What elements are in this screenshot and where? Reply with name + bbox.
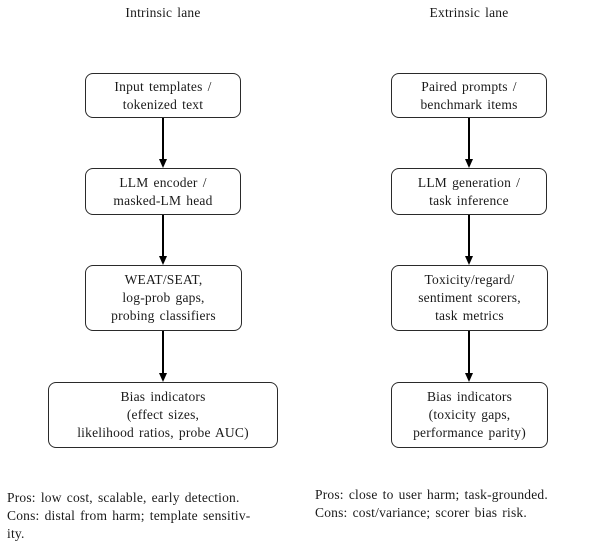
box-label: Toxicity/regard/ sentiment scorers, task… [418,272,521,323]
arrowhead-icon [465,256,473,265]
down-arrow [464,215,474,265]
arrowhead-icon [159,373,167,382]
arrowhead-icon [159,159,167,168]
extrinsic-pros-cons-note: Pros: close to user harm; task-grounded.… [315,487,548,520]
box-label: Bias indicators (effect sizes, likelihoo… [77,389,249,440]
down-arrow [464,331,474,382]
down-arrow [158,331,168,382]
down-arrow [464,118,474,168]
arrow-stem [468,215,470,256]
arrow-stem [162,215,164,256]
arrow-stem [468,331,470,373]
intrinsic-box-input-templates: Input templates / tokenized text [85,73,241,118]
extrinsic-box-paired-prompts: Paired prompts / benchmark items [391,73,547,118]
box-label: LLM encoder / masked-LM head [113,174,213,208]
arrowhead-icon [159,256,167,265]
intrinsic-box-llm-encoder: LLM encoder / masked-LM head [85,168,241,215]
arrow-stem [162,118,164,159]
extrinsic-box-scorers-metrics: Toxicity/regard/ sentiment scorers, task… [391,265,548,331]
box-label: WEAT/SEAT, log-prob gaps, probing classi… [111,272,216,323]
box-label: LLM generation / task inference [417,174,521,208]
lane-header-extrinsic: Extrinsic lane [429,5,509,20]
arrow-stem [468,118,470,159]
intrinsic-pros-cons-note: Pros: low cost, scalable, early detectio… [7,490,251,541]
intrinsic-box-bias-indicators: Bias indicators (effect sizes, likelihoo… [48,382,278,448]
box-label: Input templates / tokenized text [114,78,212,112]
box-label: Paired prompts / benchmark items [420,78,518,112]
extrinsic-box-bias-indicators: Bias indicators (toxicity gaps, performa… [391,382,548,448]
box-label: Bias indicators (toxicity gaps, performa… [413,389,526,440]
arrowhead-icon [465,159,473,168]
lane-header-intrinsic: Intrinsic lane [125,5,201,20]
arrow-stem [162,331,164,373]
intrinsic-box-probing-metrics: WEAT/SEAT, log-prob gaps, probing classi… [85,265,242,331]
extrinsic-box-llm-generation: LLM generation / task inference [391,168,547,215]
arrowhead-icon [465,373,473,382]
down-arrow [158,215,168,265]
down-arrow [158,118,168,168]
